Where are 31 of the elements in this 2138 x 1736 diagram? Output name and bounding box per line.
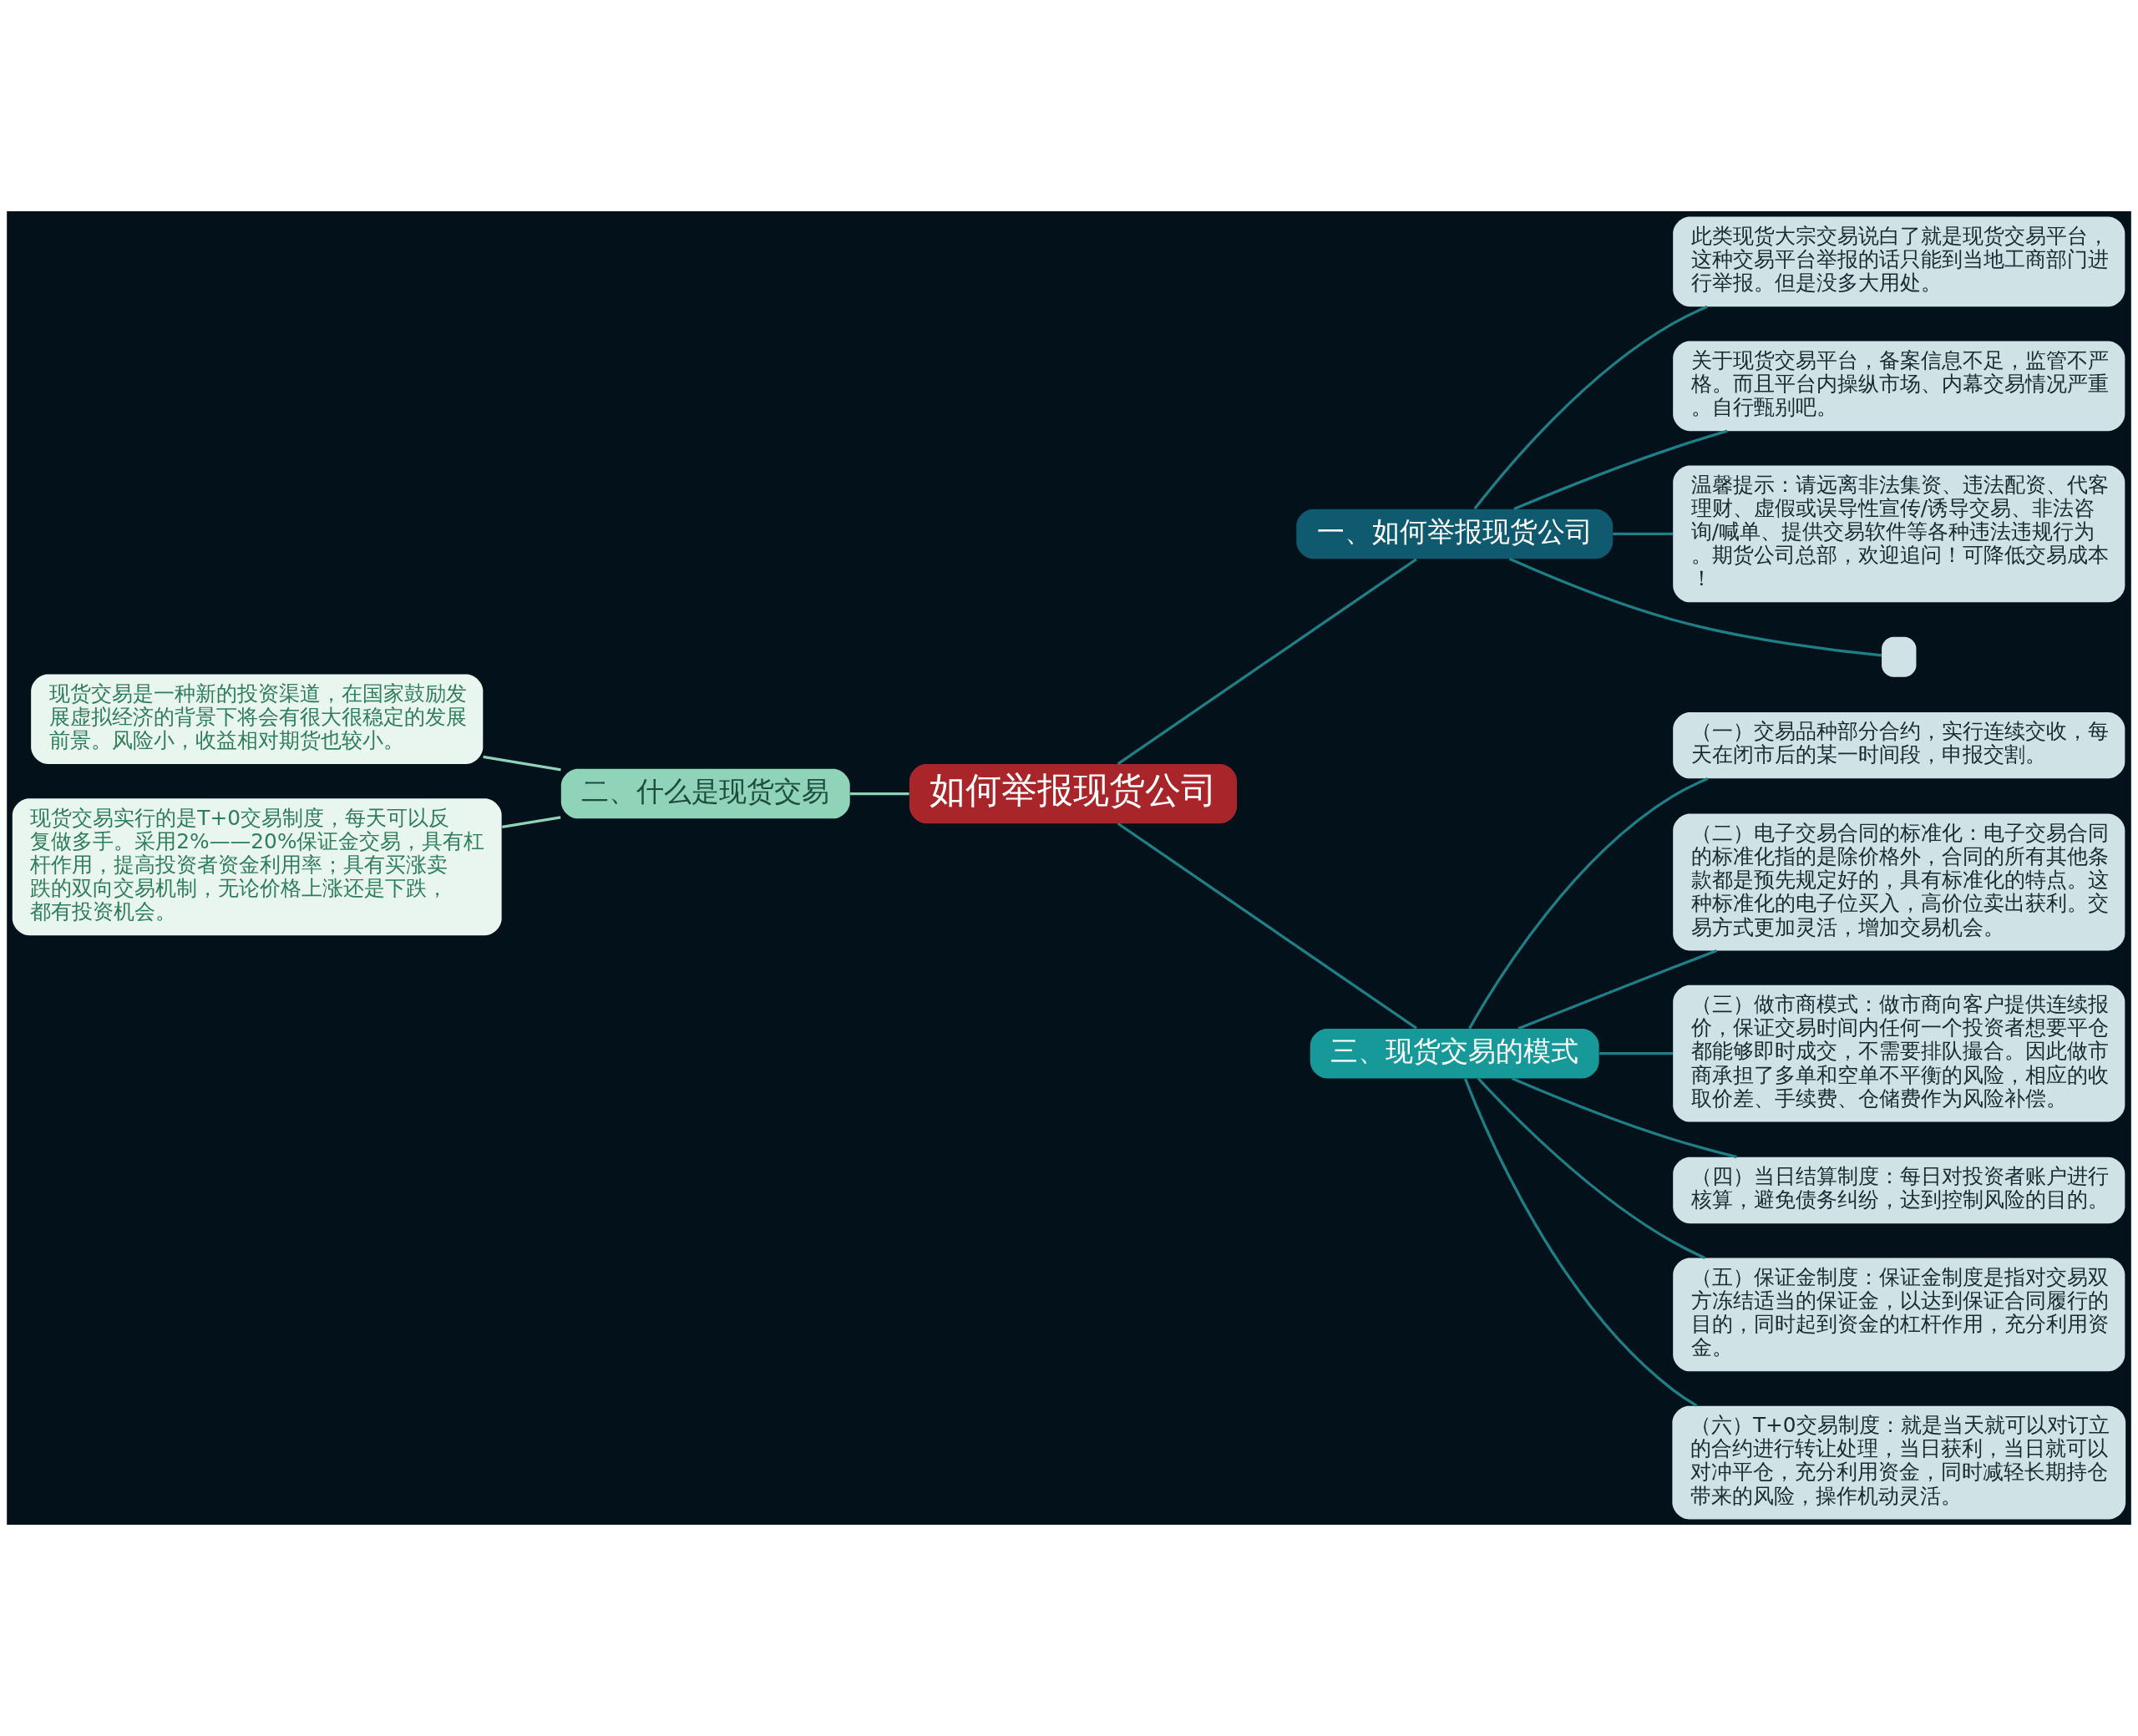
node-box: （六）T+0交易制度：就是当天就可以对订立的合约进行转让处理，当日获利，当日就可以对冲平仓，充分利用资金，同时减轻长期持仓带来的风险，操作机动灵活。 xyxy=(1672,1405,2126,1520)
connector xyxy=(1468,777,1709,1030)
connector xyxy=(1517,949,1718,1030)
connector xyxy=(1513,429,1728,510)
node-box: （四）当日结算制度：每日对投资者账户进行核算，避免债务纠纷，达到控制风险的目的。 xyxy=(1673,1156,2125,1224)
node-box: （二）电子交易合同的标准化：电子交易合同的标准化指的是除价格外，合同的所有其他条款都是预先规定好的，具有标准化的特点。这种标准化的电子位买入，高价位卖出获利。交易方式更加灵活，增加交易机会。 xyxy=(1673,813,2125,951)
connector xyxy=(1508,557,1882,657)
node-box: 二、什么是现货交易 xyxy=(560,768,850,819)
connector xyxy=(1473,305,1708,510)
node-box: 温馨提示：请远离非法集资、违法配资、代客理财、虚假或误导性宣传/诱导交易、非法咨询/喊单、提供交易软件等各种违法违规行为。期货公司总部，欢迎追问！可降低交易成本！ xyxy=(1673,465,2125,603)
connector xyxy=(501,816,561,828)
connector xyxy=(1613,532,1673,536)
node-box: 三、现货交易的模式 xyxy=(1310,1028,1599,1079)
node-box: （五）保证金制度：保证金制度是指对交易双方冻结适当的保证金，以达到保证合同履行的目的，同时起到资金的杠杆作用，充分利用资金。 xyxy=(1673,1258,2125,1372)
node-box: 如何举报现货公司 xyxy=(909,763,1238,824)
connector xyxy=(1463,1078,1698,1407)
connector xyxy=(1511,1077,1737,1159)
connector xyxy=(483,755,561,772)
node-box xyxy=(1882,636,1917,677)
connector xyxy=(1599,1052,1673,1055)
connector xyxy=(1477,1077,1705,1259)
connector xyxy=(1117,822,1417,1030)
node-box: （三）做市商模式：做市商向客户提供连续报价，保证交易时间内任何一个投资者想要平仓都能够即时成交，不需要排队撮合。因此做市商承担了多单和空单不平衡的风险，相应的收取价差、手续费、仓储费作为风险补偿。 xyxy=(1673,984,2125,1122)
node-box: 一、如何举报现货公司 xyxy=(1296,509,1614,559)
connector xyxy=(849,792,909,796)
node-box: 现货交易实行的是T+0交易制度，每天可以反复做多手。采用2%——20%保证金交易，具有杠杆作用，提高投资者资金利用率；具有买涨卖跌的双向交易机制，无论价格上涨还是下跌，都有投资机会。 xyxy=(12,798,502,936)
node-box: 关于现货交易平台，备案信息不足，监管不严格。而且平台内操纵市场、内幕交易情况严重。自行甄别吧。 xyxy=(1673,341,2125,432)
node-box: （一）交易品种部分合约，实行连续交收，每天在闭市后的某一时间段，申报交割。 xyxy=(1673,711,2125,779)
node-box: 此类现货大宗交易说白了就是现货交易平台，这种交易平台举报的话只能到当地工商部门进行举报。但是没多大用处。 xyxy=(1673,216,2125,307)
node-box: 现货交易是一种新的投资渠道，在国家鼓励发展虚拟经济的背景下将会有很大很稳定的发展前景。风险小，收益相对期货也较小。 xyxy=(31,674,484,764)
connector xyxy=(1117,558,1417,766)
